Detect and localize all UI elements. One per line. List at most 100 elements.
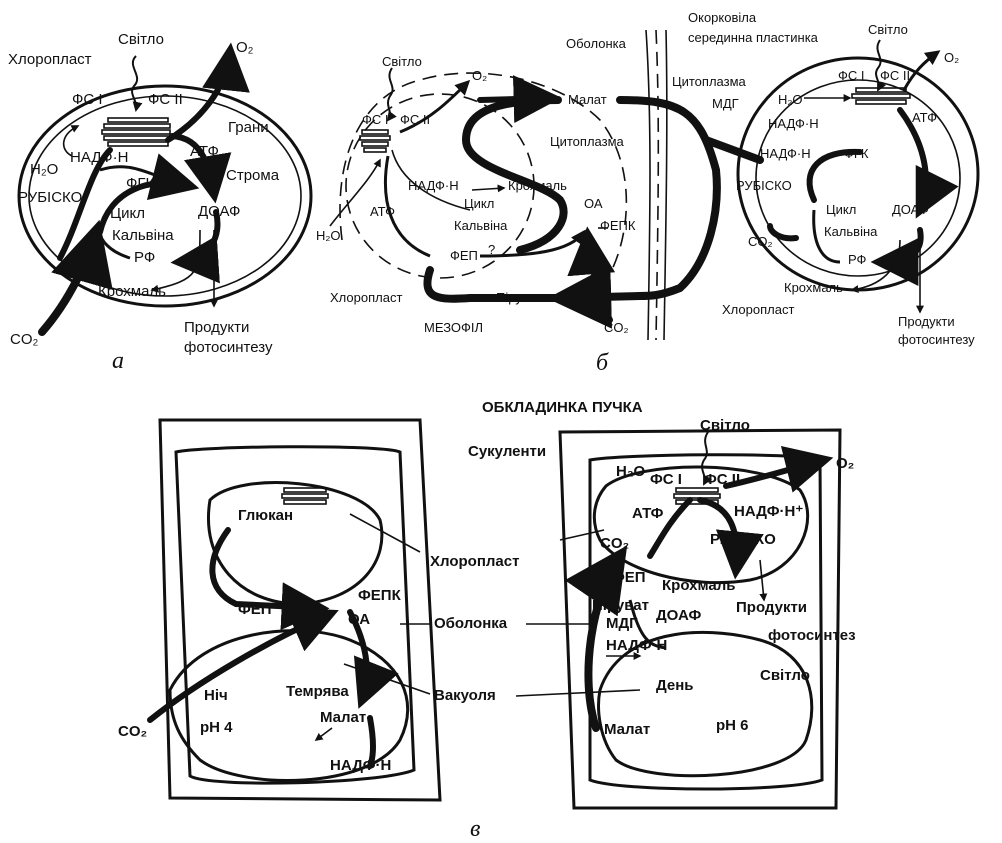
c-label-succulents: Сукуленти: [468, 443, 546, 460]
c-label-malate: Малат: [320, 709, 366, 726]
c-chloroplast-pointer-left: [350, 514, 420, 552]
b-label-products-2: фотосинтезу: [898, 332, 975, 347]
b-label-co2-2: CO₂: [748, 234, 773, 249]
b-label-ps1-2: ФС I: [838, 68, 865, 83]
a-thylakoid-stack: [102, 118, 170, 146]
b-label-ps2: ФС II: [400, 112, 430, 127]
c-label-night: Ніч: [204, 687, 228, 704]
c-label-nadph: НАДФ·Н: [330, 757, 391, 774]
a-label-h2o: H₂O: [30, 161, 58, 178]
c-label-ps2: ФС II: [704, 471, 740, 488]
c-vacuole-pointer-right: [516, 690, 640, 696]
b-co2-arrow: [588, 236, 610, 320]
b-label-starch-2: Крохмаль: [784, 280, 843, 295]
b-label-pga: ФГК: [844, 146, 869, 161]
c-label-glucan: Глюкан: [238, 507, 293, 524]
a-label-co2: CO₂: [10, 331, 39, 348]
c-label-light-2: Світло: [760, 667, 810, 684]
c-label-products-2: фотосинтез: [768, 627, 856, 644]
b-label-cytoplasm-2: Цитоплазма: [672, 74, 747, 89]
b-label-wall: Оболонка: [566, 36, 627, 51]
c-label-pep: ФЕП: [238, 601, 272, 618]
a-label-ps1: ФС I: [72, 91, 103, 108]
b-starch-arrow: [472, 188, 504, 190]
a-label-light: Світло: [118, 31, 164, 48]
b-label-h2o: H₂O: [316, 228, 341, 243]
panel-label-b: б: [596, 350, 609, 376]
c-label-ph6: pH 6: [716, 717, 749, 734]
b-malate-transfer: [620, 100, 717, 296]
b-label-ps2-2: ФС II: [880, 68, 910, 83]
a-label-atp: АТФ: [190, 143, 219, 160]
b-label-atp-2: АТФ: [912, 110, 937, 125]
b-label-malate: Малат: [568, 92, 607, 107]
b-label-mesophyll: МЕЗОФІЛ: [424, 320, 483, 335]
panel-a: Хлоропласт Світло O₂ ФС I ФС II Грани АТ…: [8, 31, 311, 374]
b-thylakoid-stack: [360, 130, 390, 152]
b-label-calvin: Кальвіна: [454, 218, 508, 233]
a-label-rubisco: РУБІСКО: [18, 189, 82, 206]
panel-c: ОБКЛАДИНКА ПУЧКА Сукуленти: [118, 399, 856, 842]
panel-label-a: а: [112, 348, 124, 374]
a-label-rf: РФ: [134, 249, 155, 266]
c-label-rubisco: РУБІСКО: [710, 531, 776, 548]
b-label-pep: ФЕП: [450, 248, 478, 263]
panel-label-c: в: [470, 816, 480, 842]
b-co2-cycle: [770, 226, 796, 238]
c-night-cell: [150, 420, 440, 800]
b-label-o2: O₂: [472, 68, 487, 83]
c-label-vacuole: Вакуоля: [434, 687, 496, 704]
a-label-products-2: фотосинтезу: [184, 339, 273, 356]
c-label-atp: АТФ: [632, 505, 664, 522]
a-label-o2: O₂: [236, 39, 254, 56]
b-label-rf: РФ: [848, 252, 867, 267]
b-label-question: ?: [488, 242, 495, 257]
b-label-rubisco: РУБІСКО: [736, 178, 792, 193]
c-label-pepc: ФЕПК: [358, 587, 402, 604]
a-label-starch: Крохмаль: [98, 283, 166, 300]
c-label-products: Продукти: [736, 599, 807, 616]
c-vacuole-pointer-left: [344, 664, 430, 694]
b-label-light-2: Світло: [868, 22, 908, 37]
b-label-light: Світло: [382, 54, 422, 69]
b-label-products: Продукти: [898, 314, 955, 329]
b-label-h2o-2: H₂O: [778, 92, 803, 107]
b-label-suberin: Окорковіла: [688, 10, 757, 25]
c-label-ps1: ФС I: [650, 471, 682, 488]
b-label-cytoplasm: Цитоплазма: [550, 134, 625, 149]
b-label-calvin-2: Кальвіна: [824, 224, 878, 239]
c-label-wall: Оболонка: [434, 615, 508, 632]
c-day-chloroplast: [594, 467, 807, 583]
a-light-arrow: [132, 56, 137, 110]
c-label-ph4: pH 4: [200, 719, 233, 736]
c-label-pep-2: ФЕП: [612, 569, 646, 586]
panel-b: Світло O₂ ФС I ФС II НАДФ·Н Крохмаль Цик…: [316, 10, 978, 376]
b-label-pepc: ФЕПК: [600, 218, 636, 233]
c-label-malate-2: Малат: [604, 721, 650, 738]
b-label-nadph: НАДФ·Н: [408, 178, 459, 193]
c-label-day: День: [656, 677, 694, 694]
b-label-doaf: ДОАФ: [892, 202, 929, 217]
c-label-nadph-plus: НАДФ·Н⁺: [734, 503, 803, 520]
b-label-nadph-2: НАДФ·Н: [768, 116, 819, 131]
b-thylakoid-stack-2: [852, 88, 910, 104]
a-label-ps2: ФС II: [148, 91, 183, 108]
c-label-co2-2: CO₂: [600, 535, 629, 552]
a-label-doaf: ДОАФ: [198, 203, 240, 220]
a-label-grana: Грани: [228, 119, 269, 136]
c-label-h2o: H₂O: [616, 463, 645, 480]
b-label-chloroplast: Хлоропласт: [330, 290, 402, 305]
a-label-calvin: Кальвіна: [112, 227, 174, 244]
b-label-pyruvate: Піруват: [496, 290, 542, 305]
c-label-oa: ОА: [348, 611, 370, 628]
b-malate-arrow: [480, 98, 552, 100]
b-label-nadph-3: НАДФ·Н: [760, 146, 811, 161]
c-label-nadph-2: НАДФ·Н: [606, 637, 667, 654]
c-label-co2: CO₂: [118, 723, 147, 740]
c-label-mdh: МДГ: [606, 615, 638, 632]
a-label-cycle: Цикл: [110, 205, 145, 222]
b-label-ps1: ФС I: [362, 112, 389, 127]
b-label-mdh: МДГ: [712, 96, 739, 111]
